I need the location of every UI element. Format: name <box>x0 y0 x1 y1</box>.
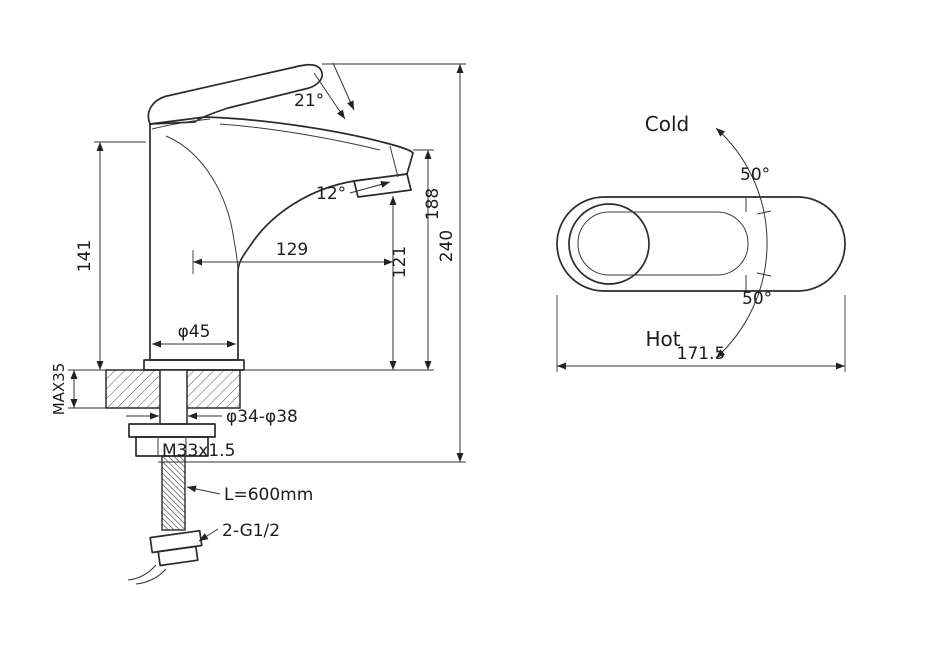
handle-angle-line <box>332 62 355 111</box>
top-view: Cold Hot 50° 50° 171.5 <box>556 112 846 372</box>
dim-spout-reach-label: 129 <box>276 240 308 260</box>
aerator-outline <box>353 173 412 198</box>
front-view <box>105 63 414 585</box>
spout-top-inner-line <box>219 123 381 151</box>
dim-handle-length-label: 171.5 <box>677 344 726 364</box>
body-top-view-circle <box>568 203 650 285</box>
hose-tail-line <box>135 568 167 585</box>
hose-tail-line <box>127 564 157 581</box>
dim-max-deck-label: MAX35 <box>50 363 68 416</box>
flexible-hose <box>161 455 186 531</box>
dim-mounting-hole-label: φ34-φ38 <box>226 407 298 427</box>
rotation-arc <box>715 127 768 359</box>
hot-label: Hot <box>645 327 680 351</box>
mounting-shank <box>159 369 188 425</box>
mounting-washer <box>128 423 216 438</box>
faucet-handle-outline <box>147 63 323 125</box>
front-view-dimensions: 141 MAX35 240 188 121 129 φ45 φ34-φ38 M3… <box>50 62 466 542</box>
dim-outlet-height-label: 121 <box>390 246 410 278</box>
leader-hose-connection <box>198 528 219 542</box>
cold-rotation-angle-label: 50° <box>740 165 770 185</box>
spout-tip-seam-line <box>389 145 399 178</box>
dim-hose-length-label: L=600mm <box>224 485 313 505</box>
dim-thread-spec-label: M33x1.5 <box>162 441 235 461</box>
handle-top-view-outline <box>556 196 846 292</box>
dim-hose-connection-label: 2-G1/2 <box>222 521 280 541</box>
rotation-arc-tick <box>756 210 772 215</box>
dim-handle-angle-label: 21° <box>294 91 324 111</box>
leader-spout-angle <box>349 181 391 194</box>
body-silhouette-line <box>165 135 239 273</box>
cold-label: Cold <box>645 112 689 136</box>
handle-body-seam-line <box>151 118 211 130</box>
base-flange <box>143 359 245 371</box>
hot-rotation-angle-label: 50° <box>742 289 772 309</box>
dim-spout-height-label: 188 <box>423 188 443 220</box>
hose-connector-nut <box>149 529 203 567</box>
handle-angle-line <box>313 72 346 120</box>
leader-hose-length <box>186 485 221 495</box>
dim-total-height-label: 240 <box>437 230 457 262</box>
rotation-arc-tick <box>756 272 772 277</box>
dim-body-diameter-label: φ45 <box>178 322 211 342</box>
dim-spout-angle-label: 12° <box>316 184 346 204</box>
dim-body-height-label: 141 <box>75 240 95 272</box>
lever-inner-contour <box>577 211 749 276</box>
